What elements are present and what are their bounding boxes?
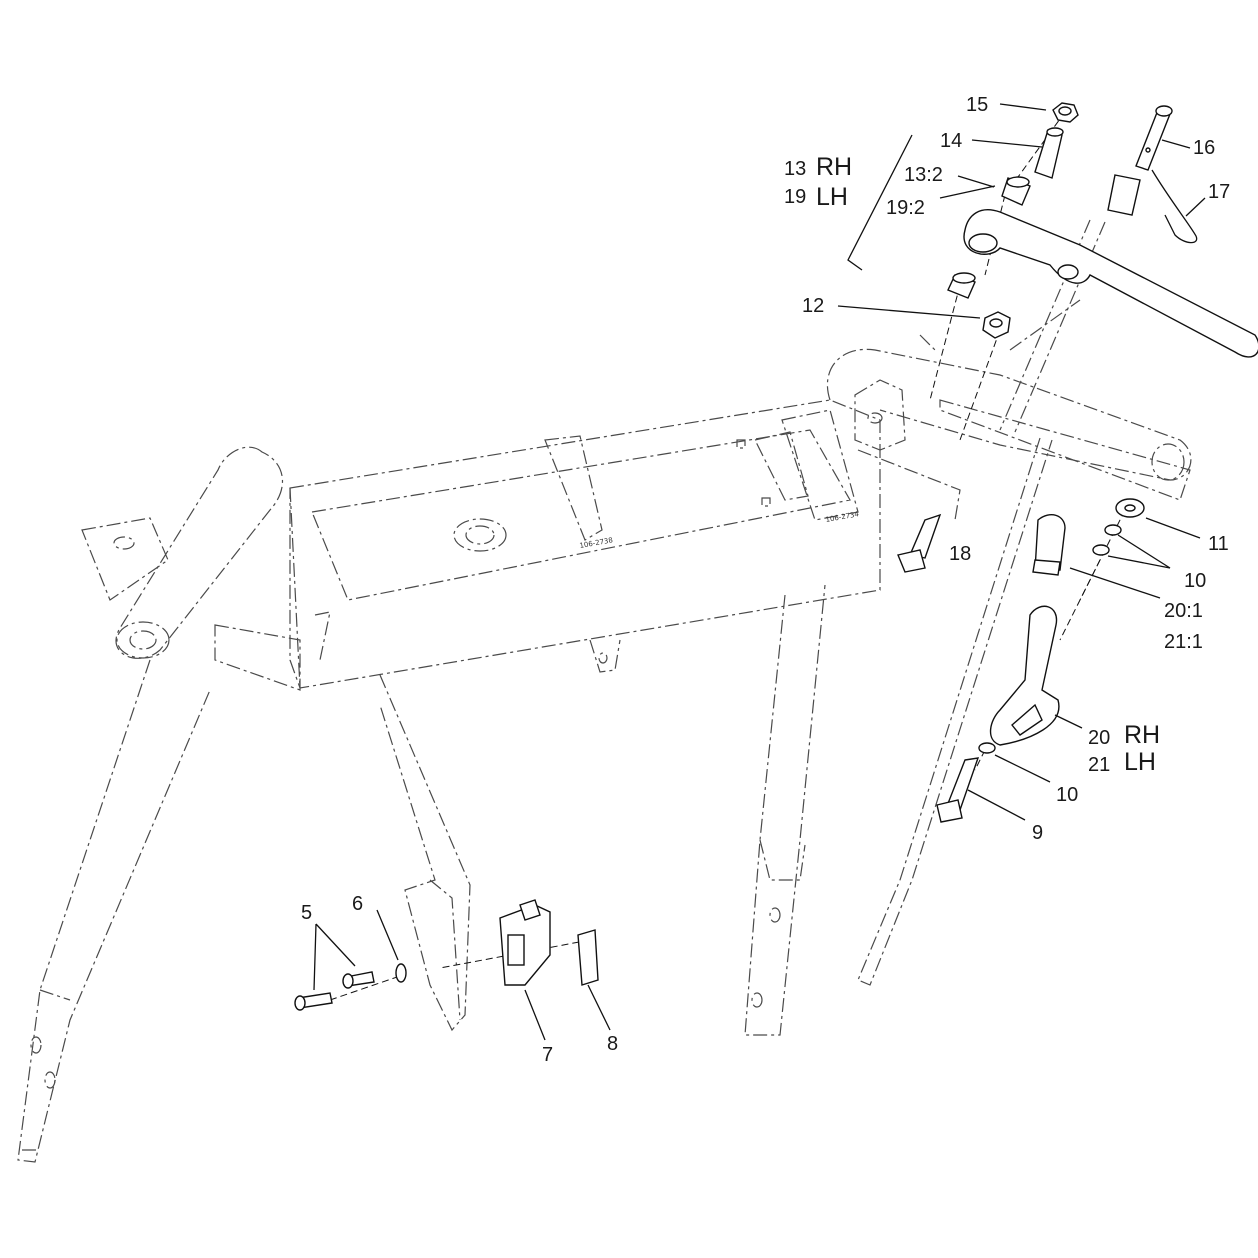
part-13-19-lower-bushing (947, 272, 976, 299)
part-18-bolt (897, 513, 942, 573)
part-17-hairpin (1151, 169, 1198, 244)
callout-21: 21 (1088, 754, 1111, 776)
callout-12: 12 (802, 295, 825, 317)
callout-21-qty: 21:1 (1164, 631, 1203, 653)
callout-21-side: LH (1124, 748, 1156, 776)
part-20-21-grip (1032, 514, 1066, 576)
callout-13: 13 (784, 158, 807, 180)
part-5-screws (294, 971, 375, 1011)
callout-20: 20 (1088, 727, 1111, 749)
callout-7: 7 (542, 1044, 554, 1066)
part-12-locknut (982, 311, 1011, 339)
part-11-washer (1115, 498, 1145, 518)
callout-18: 18 (949, 543, 972, 565)
callout-19-qty: 19:2 (886, 197, 925, 219)
part-6-washer (395, 963, 407, 983)
part-10-washers (978, 524, 1122, 754)
part-16-clevis-pin (1135, 105, 1173, 171)
part-9-bolt (936, 757, 980, 823)
callout-17: 17 (1208, 181, 1231, 203)
part-20-21-lever (989, 605, 1060, 746)
callout-9: 9 (1032, 822, 1044, 844)
callout-19-side: LH (816, 183, 848, 211)
callout-19: 19 (784, 186, 807, 208)
part-7-switch (499, 899, 551, 986)
clevis-yoke (1107, 174, 1141, 216)
callout-8: 8 (607, 1033, 619, 1055)
callout-10-lower: 10 (1056, 784, 1079, 806)
decal-right-text: 106-2734 (825, 510, 860, 524)
part-8-clip (577, 929, 599, 986)
callout-10-upper: 10 (1184, 570, 1207, 592)
callout-16: 16 (1193, 137, 1216, 159)
part-13-19-bushing (1001, 176, 1031, 206)
callout-13-side: RH (816, 153, 853, 181)
control-arm (963, 209, 1258, 358)
callout-15: 15 (966, 94, 989, 116)
part-14-bushing (1034, 127, 1064, 179)
callout-5: 5 (301, 902, 313, 924)
callout-6: 6 (352, 893, 364, 915)
phantom-frame (17, 219, 1192, 1163)
part-15-locknut (1052, 102, 1079, 123)
callout-13-qty: 13:2 (904, 164, 943, 186)
leader-lines (313, 103, 1206, 1041)
callout-14: 14 (940, 130, 963, 152)
callout-20-qty: 20:1 (1164, 600, 1203, 622)
callout-20-side: RH (1124, 721, 1161, 749)
callout-11: 11 (1208, 533, 1229, 555)
